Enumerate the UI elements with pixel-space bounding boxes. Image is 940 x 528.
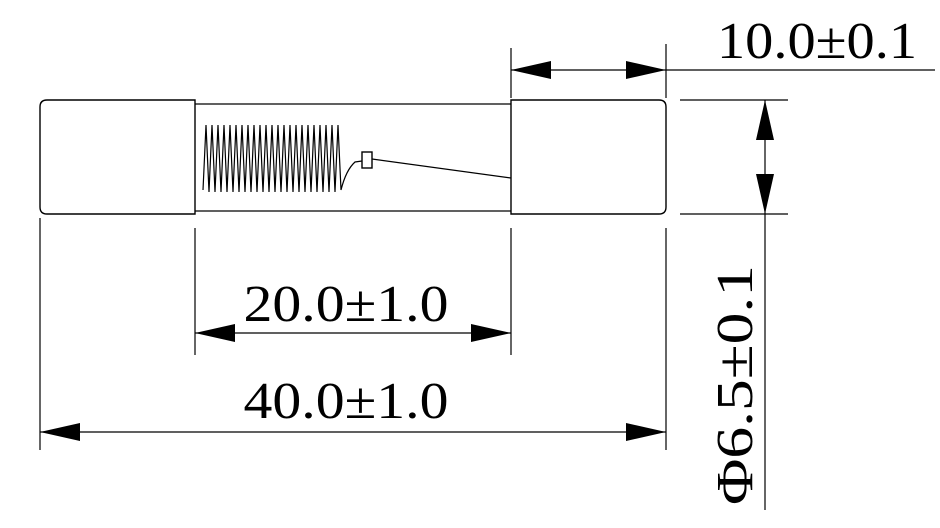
dimension-diameter: Φ6.5±0.1	[707, 100, 774, 510]
cap-length-label: 10.0±0.1	[717, 13, 917, 70]
arrowhead-overall-left	[40, 423, 80, 441]
solder-joint	[361, 151, 373, 169]
arrowhead-body-right	[471, 324, 511, 342]
overall-length-label: 40.0±1.0	[244, 373, 449, 430]
spring-element	[202, 124, 363, 193]
arrowhead-overall-right	[626, 423, 666, 441]
right-end-cap	[510, 99, 667, 215]
fuse-body	[39, 99, 667, 215]
dimension-cap-length: 10.0±0.1	[511, 13, 935, 79]
dimension-body-length: 20.0±1.0	[195, 276, 511, 342]
dimension-overall-length: 40.0±1.0	[40, 373, 666, 441]
arrowhead-cap-right	[626, 61, 666, 79]
arrowhead-dia-top	[756, 100, 774, 140]
arrowhead-cap-left	[511, 61, 551, 79]
arrowhead-dia-bottom	[756, 174, 774, 214]
diameter-label: Φ6.5±0.1	[707, 265, 764, 505]
arrowhead-body-left	[195, 324, 235, 342]
body-length-label: 20.0±1.0	[244, 276, 449, 333]
extension-lines	[39, 44, 788, 450]
left-end-cap	[39, 99, 196, 215]
fuse-wire	[371, 158, 512, 179]
